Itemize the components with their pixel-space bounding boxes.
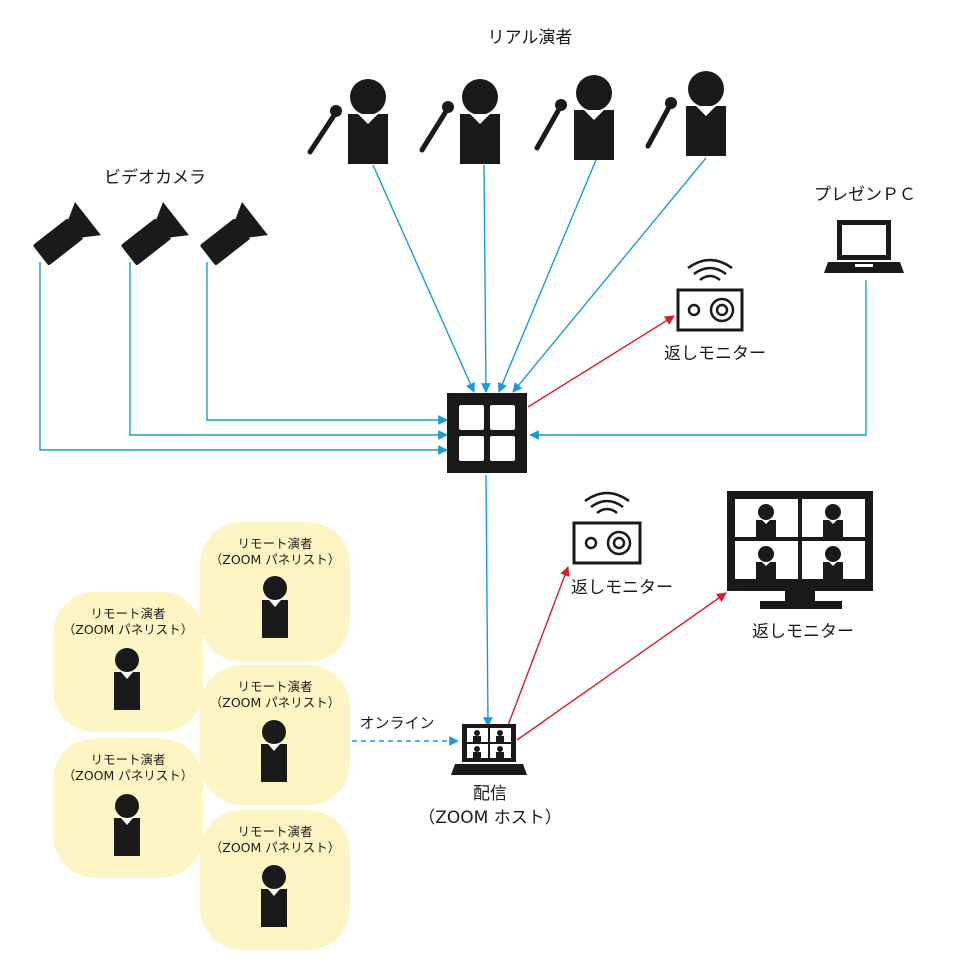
return-signal-lines [506, 315, 727, 741]
microphone-icon [307, 105, 342, 155]
performer-icon [348, 79, 388, 164]
camera-icon [33, 202, 101, 265]
host-laptop-icon [451, 724, 527, 775]
presen-pc-label: プレゼンＰＣ [814, 185, 916, 205]
switcher-to-host-line [483, 474, 493, 727]
camera-2-signal-line [129, 262, 448, 440]
remote-performer-card: リモート演者（ZOOM パネリスト） [200, 665, 350, 805]
presen-pc-signal-line [529, 280, 867, 440]
person-icon [261, 720, 287, 782]
speaker-icon [676, 258, 744, 332]
remote-performer-card: リモート演者（ZOOM パネリスト） [200, 810, 350, 950]
remote-performer-label: リモート演者 [237, 679, 313, 694]
performer-4-signal-line [512, 157, 707, 393]
performer-icon [460, 79, 500, 164]
laptop-icon [824, 220, 904, 273]
remote-performer-role: （ZOOM パネリスト） [62, 767, 194, 783]
host-to-speaker-line [506, 566, 570, 729]
remote-performer-role: （ZOOM パネリスト） [209, 839, 341, 855]
streaming-label: 配信 [473, 784, 507, 804]
real-performers-label: リアル演者 [487, 28, 573, 48]
performer-1-signal-line [372, 164, 475, 393]
person-icon [114, 794, 140, 856]
remote-performer-card: リモート演者（ZOOM パネリスト） [53, 592, 203, 732]
camera-1-signal-line [39, 262, 448, 455]
performer-icon [574, 75, 614, 160]
return-monitor-label: 返しモニター [752, 622, 854, 642]
remote-performer-role: （ZOOM パネリスト） [209, 551, 341, 567]
microphone-icon [419, 101, 454, 153]
remote-performer-role: （ZOOM パネリスト） [62, 621, 194, 637]
camera-icon [200, 202, 268, 265]
switcher-icon [447, 393, 527, 473]
online-label: オンライン [359, 714, 435, 732]
video-camera-label: ビデオカメラ [104, 168, 206, 188]
microphone-icon [645, 97, 677, 149]
camera-3-signal-line [206, 262, 448, 425]
return-monitor-label: 返しモニター [571, 578, 673, 598]
person-icon [114, 648, 140, 710]
switcher-to-speaker-line [527, 315, 675, 408]
remote-performer-label: リモート演者 [90, 752, 166, 767]
video-signal-lines [39, 157, 867, 746]
remote-performer-card: リモート演者（ZOOM パネリスト） [200, 522, 350, 662]
person-icon [262, 576, 288, 638]
remote-performer-label: リモート演者 [237, 536, 313, 551]
remote-performer-role: （ZOOM パネリスト） [209, 694, 341, 710]
speaker-icon [572, 491, 642, 565]
performer-2-signal-line [481, 164, 491, 393]
remote-performer-label: リモート演者 [237, 824, 313, 839]
camera-icon [121, 202, 189, 265]
person-icon [261, 865, 287, 927]
performer-3-signal-line [497, 159, 597, 393]
remote-performer-label: リモート演者 [90, 606, 166, 621]
return-monitor-label: 返しモニター [664, 344, 766, 364]
monitor-icon [727, 491, 873, 609]
remote-performer-card: リモート演者（ZOOM パネリスト） [53, 738, 203, 878]
microphone-icon [534, 99, 567, 151]
performer-icon [686, 71, 726, 156]
zoom-host-label: （ZOOM ホスト） [418, 808, 562, 828]
host-to-tv-line [516, 592, 727, 741]
